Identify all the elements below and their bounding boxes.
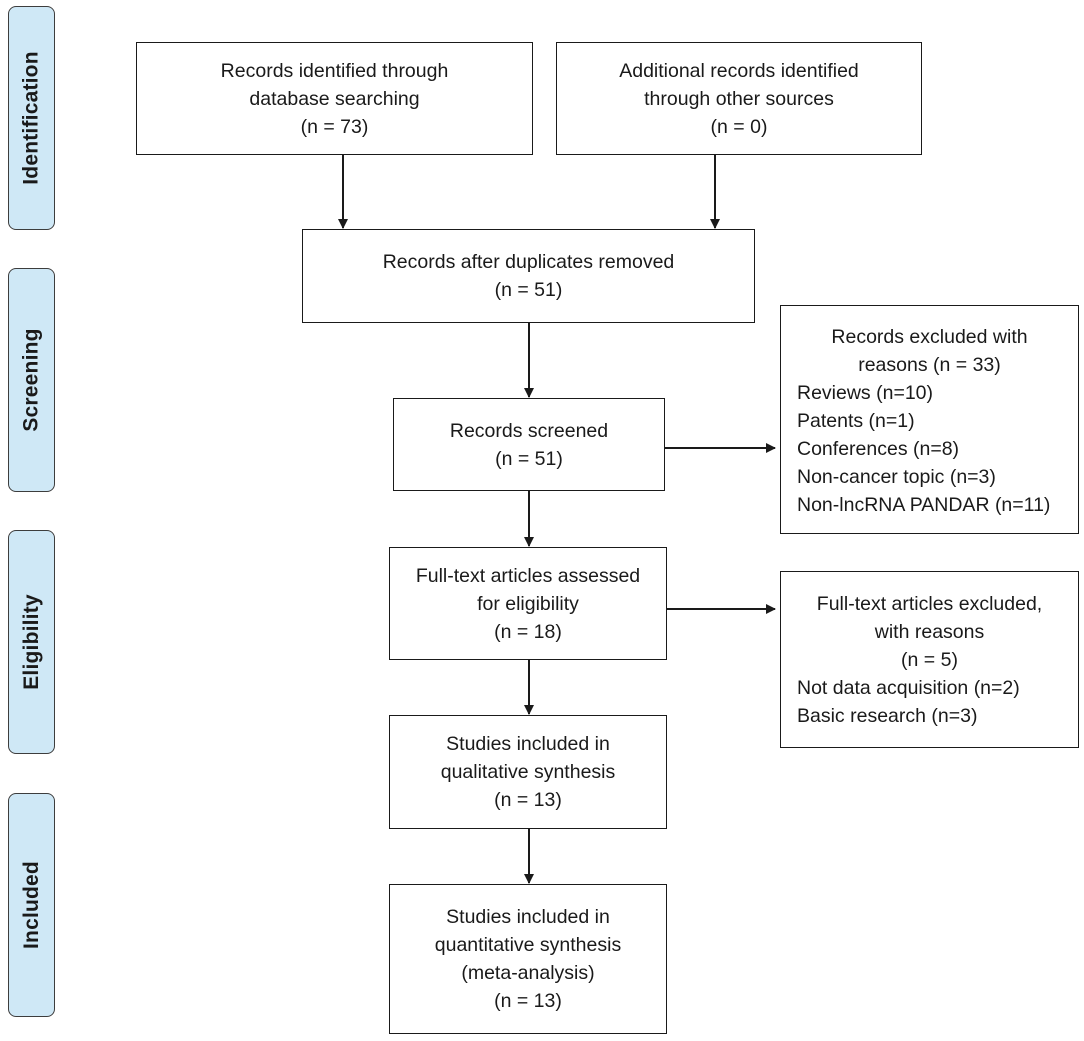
box-line: through other sources bbox=[644, 87, 834, 110]
box-line: quantitative synthesis bbox=[434, 934, 622, 956]
stage-identification: Identification bbox=[8, 6, 55, 230]
stage-included: Included bbox=[8, 793, 55, 1017]
box-after-duplicates: Records after duplicates removed (n = 51… bbox=[302, 229, 755, 323]
box-line: qualitative synthesis bbox=[440, 761, 616, 783]
box-other-sources: Additional records identified through ot… bbox=[556, 42, 922, 155]
exclusion-item: Patents (n=1) bbox=[797, 409, 915, 432]
box-fulltext-excluded: Full-text articles excluded, with reason… bbox=[780, 571, 1079, 748]
box-quantitative-synthesis: Studies included in quantitative synthes… bbox=[389, 884, 667, 1034]
box-qualitative-synthesis: Studies included in qualitative synthesi… bbox=[389, 715, 667, 829]
box-line: (n = 18) bbox=[494, 620, 562, 643]
stage-eligibility: Eligibility bbox=[8, 530, 55, 754]
box-records-excluded: Records excluded with reasons (n = 33) R… bbox=[780, 305, 1079, 534]
exclusion-item: Basic research (n=3) bbox=[797, 704, 978, 727]
exclusion-item: Reviews (n=10) bbox=[797, 381, 934, 404]
box-line: (n = 51) bbox=[494, 279, 563, 301]
box-line: Studies included in bbox=[446, 906, 610, 928]
box-line: (meta-analysis) bbox=[461, 962, 595, 984]
box-database-records: Records identified through database sear… bbox=[136, 42, 533, 155]
box-line: (n = 5) bbox=[901, 648, 958, 671]
box-fulltext-assessed: Full-text articles assessed for eligibil… bbox=[389, 547, 667, 660]
box-line: database searching bbox=[249, 87, 420, 110]
box-line: Full-text articles assessed bbox=[415, 564, 641, 587]
box-line: reasons (n = 33) bbox=[858, 353, 1001, 376]
box-line: Full-text articles excluded, bbox=[816, 592, 1043, 615]
box-line: (n = 0) bbox=[710, 115, 768, 138]
box-line: Records identified through bbox=[220, 59, 449, 82]
box-records-screened: Records screened (n = 51) bbox=[393, 398, 665, 491]
box-line: Records excluded with bbox=[831, 325, 1028, 348]
stage-screening: Screening bbox=[8, 268, 55, 492]
exclusion-item: Non-lncRNA PANDAR (n=11) bbox=[797, 493, 1051, 516]
box-line: (n = 13) bbox=[494, 789, 562, 811]
box-line: with reasons bbox=[874, 620, 985, 643]
exclusion-item: Conferences (n=8) bbox=[797, 437, 960, 460]
box-line: (n = 73) bbox=[300, 115, 369, 138]
box-line: (n = 13) bbox=[494, 990, 562, 1012]
box-line: Records after duplicates removed bbox=[382, 251, 675, 273]
box-line: Records screened bbox=[449, 419, 609, 442]
box-line: (n = 51) bbox=[495, 447, 563, 470]
box-line: Additional records identified bbox=[619, 59, 859, 82]
box-line: Studies included in bbox=[446, 733, 610, 755]
exclusion-item: Non-cancer topic (n=3) bbox=[797, 465, 996, 488]
exclusion-item: Not data acquisition (n=2) bbox=[797, 676, 1020, 699]
box-line: for eligibility bbox=[477, 592, 579, 615]
